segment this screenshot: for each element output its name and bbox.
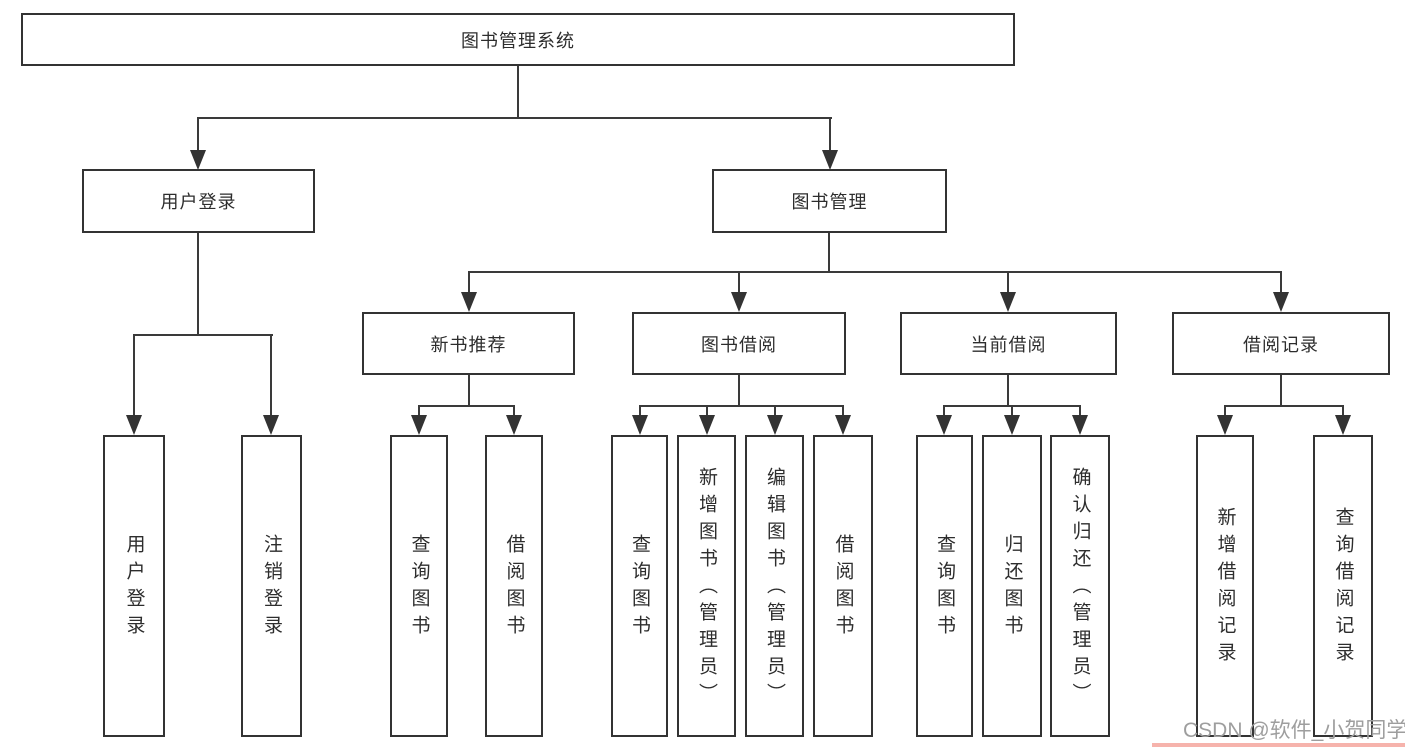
connector-drop-bb-borrow [842,405,844,416]
connector-root-splitter [197,117,832,119]
connector-drop-login [133,334,135,416]
connector-drop-rec-add [1224,405,1226,416]
node-book-borrowing: 图书借阅 [632,312,846,375]
leaf-rec-query-record: 查询借阅记录 [1313,435,1373,737]
arrowhead-nb-query [411,415,427,435]
connector-currentborrow-stem [1007,375,1009,406]
connector-newbooks-splitter [418,405,515,407]
leaf-logout: 注销登录 [241,435,302,737]
arrowhead-borrow-records [1273,292,1289,312]
connector-root-stem [517,64,519,119]
watermark-accent-strip [1152,743,1405,747]
arrowhead-logout [263,415,279,435]
connector-drop-user-login [197,117,199,151]
connector-userlogin-splitter [133,334,273,336]
arrowhead-rec-add [1217,415,1233,435]
arrowhead-login [126,415,142,435]
arrowhead-cb-confirm [1072,415,1088,435]
leaf-cb-confirm-return-admin: 确认归还（管理员） [1050,435,1110,737]
arrowhead-new-books [461,292,477,312]
arrowhead-rec-query [1335,415,1351,435]
arrowhead-user-login [190,150,206,170]
leaf-bb-add-books-admin: 新增图书（管理员） [677,435,736,737]
connector-drop-new-books [468,271,470,293]
connector-drop-cb-return [1011,405,1013,416]
leaf-cb-query-books: 查询图书 [916,435,973,737]
arrowhead-cb-query [936,415,952,435]
arrowhead-bb-query [632,415,648,435]
node-borrowing-records: 借阅记录 [1172,312,1390,375]
connector-bookmgmt-stem [828,233,830,273]
connector-drop-logout [270,334,272,416]
connector-records-stem [1280,375,1282,406]
leaf-nb-borrow-books: 借阅图书 [485,435,543,737]
connector-drop-bb-edit [774,405,776,416]
arrowhead-bb-edit [767,415,783,435]
leaf-rec-add-record: 新增借阅记录 [1196,435,1254,737]
node-root-library-system: 图书管理系统 [21,13,1015,66]
arrowhead-bb-borrow [835,415,851,435]
node-book-management: 图书管理 [712,169,947,233]
connector-drop-cb-query [943,405,945,416]
connector-bookmgmt-splitter [468,271,1282,273]
leaf-user-login: 用户登录 [103,435,165,737]
connector-records-splitter [1224,405,1344,407]
connector-drop-cb-confirm [1079,405,1081,416]
leaf-bb-query-books: 查询图书 [611,435,668,737]
connector-drop-rec-query [1342,405,1344,416]
arrowhead-bb-add [699,415,715,435]
arrowhead-cb-return [1004,415,1020,435]
node-current-borrowing: 当前借阅 [900,312,1117,375]
connector-drop-book-borrow [738,271,740,293]
connector-bookborrow-splitter [639,405,844,407]
connector-drop-book-mgmt [829,117,831,151]
node-user-login: 用户登录 [82,169,315,233]
arrowhead-book-mgmt [822,150,838,170]
leaf-bb-edit-books-admin: 编辑图书（管理员） [745,435,804,737]
connector-newbooks-stem [468,375,470,406]
connector-drop-borrow-records [1280,271,1282,293]
connector-drop-bb-add [706,405,708,416]
connector-drop-nb-query [418,405,420,416]
arrowhead-current-borrow [1000,292,1016,312]
arrowhead-nb-borrow [506,415,522,435]
leaf-cb-return-books: 归还图书 [982,435,1042,737]
connector-drop-nb-borrow [513,405,515,416]
leaf-bb-borrow-books: 借阅图书 [813,435,873,737]
csdn-watermark: CSDN @软件_小贺同学 [1183,719,1405,742]
connector-drop-current-borrow [1007,271,1009,293]
connector-bookborrow-stem [738,375,740,406]
connector-userlogin-stem [197,233,199,335]
leaf-nb-query-books: 查询图书 [390,435,448,737]
arrowhead-book-borrow [731,292,747,312]
node-new-book-recommend: 新书推荐 [362,312,575,375]
connector-drop-bb-query [639,405,641,416]
